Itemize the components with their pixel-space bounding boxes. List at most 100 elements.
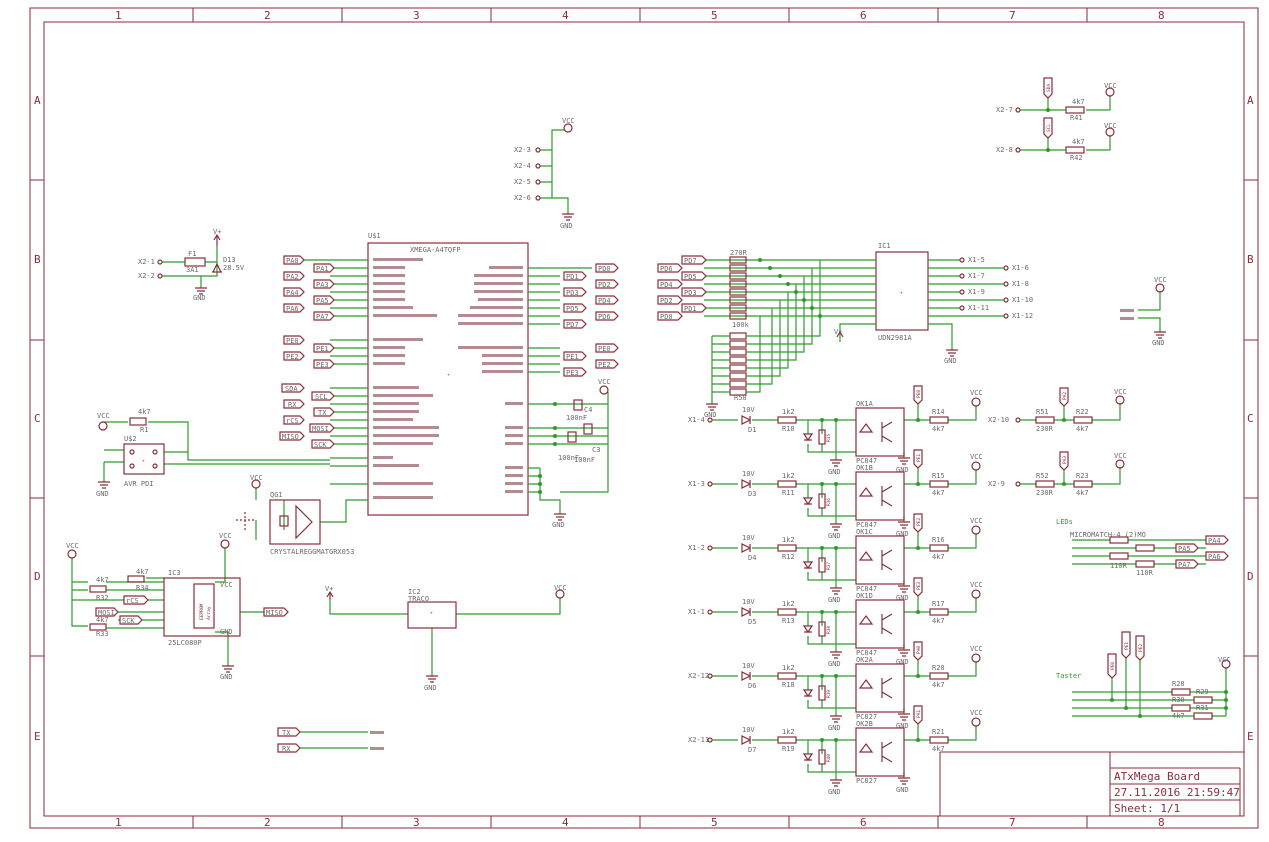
rin-pa2: PA2 <box>1062 392 1068 400</box>
rin-r51-v: 230R <box>1036 425 1054 433</box>
led-pa5: PA5 <box>1178 545 1191 553</box>
col-label-top: 4 <box>562 9 569 22</box>
opto-res-value: 1k2 <box>782 408 795 416</box>
opto-diode-value: 10V <box>742 662 755 670</box>
opto-pull-value: 4k7 <box>932 617 945 625</box>
pdi-r-name: R1 <box>140 426 148 434</box>
pullup-scl-r: R42 <box>1070 154 1083 162</box>
net-rcs: rCS <box>286 417 299 425</box>
net-pe1-right: PE1 <box>566 353 579 361</box>
driver-rv2: 100k <box>732 321 750 329</box>
opto-r2-name: R39 <box>826 690 832 698</box>
driver-rn: R50 <box>734 394 747 402</box>
right-inputs: X2-10 X2-9 R51 230R R22 4k7 R52 230R R23… <box>988 387 1127 497</box>
led-pa7: PA7 <box>1178 561 1191 569</box>
col-label-top: 3 <box>413 9 420 22</box>
uart: TX RX <box>277 727 384 753</box>
r33-value: 4k7 <box>96 616 109 624</box>
eeprom-ic3: VCC VCC 4k7 R32 4k7 R34 4k7 R33 IC3 25LC… <box>66 532 289 681</box>
net-pa3: PA3 <box>316 281 329 289</box>
vcc-label: VCC <box>970 709 983 717</box>
rin-x2-10: X2-10 <box>988 416 1009 424</box>
rin-r51: R51 <box>1036 408 1049 416</box>
opto-pull-value: 4k7 <box>932 745 945 753</box>
drv-out-x1-6: X1-6 <box>1012 264 1029 272</box>
pullup-sda-net: SDA <box>1046 84 1052 92</box>
opto-pull-value: 4k7 <box>932 553 945 561</box>
gnd-label: GND <box>896 530 909 538</box>
vcc-label: VCC <box>562 117 575 125</box>
drv-out-x1-10: X1-10 <box>1012 296 1033 304</box>
rin-r23: R23 <box>1076 472 1089 480</box>
mcu-u1: U$1 XMEGA-A4TQFP GND + <box>300 232 592 529</box>
rin-r22: R22 <box>1076 408 1089 416</box>
leds-title: LEDs <box>1056 518 1073 526</box>
gnd-label: GND <box>704 411 717 419</box>
drv-in-pd5: PD5 <box>684 273 697 281</box>
pullup-sda-x: X2-7 <box>996 106 1013 114</box>
vcc-label: VCC <box>1104 82 1117 90</box>
eeprom-net-sck: SCK <box>122 617 135 625</box>
opto-name: OK1A <box>856 400 874 408</box>
opto-r2-name: R40 <box>826 754 832 762</box>
leds-rv: 110R <box>1136 569 1154 577</box>
svg-text:+: + <box>900 291 903 296</box>
vcc-label: VCC <box>1104 122 1117 130</box>
drv-in-pd2: PD2 <box>660 297 673 305</box>
row-labels-left: A B C D E <box>34 94 41 743</box>
gnd-label: GND <box>560 222 573 230</box>
driver-ic1: IC1 UDN2981A + V+ GND 270R 100k R50 GND … <box>657 242 1033 419</box>
drv-out-x1-12: X1-12 <box>1012 312 1033 320</box>
drv-out-x1-8: X1-8 <box>1012 280 1029 288</box>
drawing-frame <box>29 7 1259 829</box>
eeprom-net-mosi: MOSI <box>98 609 115 617</box>
row-label-right: C <box>1247 412 1254 425</box>
eeprom-pin-gnd: GND <box>220 628 233 636</box>
cap-c3: C3 <box>592 446 600 454</box>
zener-value: 28.5V <box>223 264 245 272</box>
r33-name: R33 <box>96 630 109 638</box>
taster-rv: 4k7 <box>1172 712 1185 720</box>
opto-channel: X2-1210VD61k2R18R39OK2APC827R204k7VCCPA0… <box>688 641 983 732</box>
net-pe2-right: PE2 <box>598 361 611 369</box>
gnd-label: GND <box>896 722 909 730</box>
column-labels-bottom: 1 2 3 4 5 6 7 8 <box>115 816 1165 829</box>
svg-text:+: + <box>447 373 450 378</box>
regulator-ic2: IC2 TRACO + V+ VCC GND <box>325 584 567 692</box>
row-label-right: E <box>1247 730 1254 743</box>
eeprom-value: 25LC080P <box>168 639 202 647</box>
net-pa1: PA1 <box>316 265 329 273</box>
taster-block: Taster R28 R29 R30 R31 4k7 VCC PE0 PE1 P… <box>1056 631 1231 720</box>
osc-name: QG1 <box>270 491 283 499</box>
row-label-left: B <box>34 253 41 266</box>
net-pe3-right: PE3 <box>566 369 579 377</box>
oscillator-qg1: VCC QG1 CRYSTALREGGMATGRX053 <box>236 474 368 556</box>
net-sda: SDA <box>285 385 298 393</box>
row-label-left: A <box>34 94 41 107</box>
opto-diode-name: D7 <box>748 746 756 754</box>
opto-diode-value: 10V <box>742 534 755 542</box>
opto-r1-name: R19 <box>782 745 795 753</box>
opto-pull-value: 4k7 <box>932 489 945 497</box>
opto-r-name: R16 <box>932 536 945 544</box>
eeprom-net-miso: MISO <box>266 609 283 617</box>
x2-2-label: X2-2 <box>138 272 155 280</box>
opto-x-label: X2-11 <box>688 736 709 744</box>
column-labels-top: 1 2 3 4 5 6 7 8 <box>115 9 1165 22</box>
title-block: ATxMega Board 27.11.2016 21:59:47 Sheet:… <box>939 751 1244 816</box>
cap-c4: C4 <box>584 406 592 414</box>
vcc-label: VCC <box>97 412 110 420</box>
rin-r52: R52 <box>1036 472 1049 480</box>
opto-x-label: X1-4 <box>688 416 705 424</box>
drv-out-x1-9: X1-9 <box>968 288 985 296</box>
col-label-bottom: 3 <box>413 816 420 829</box>
net-tx: TX <box>318 409 327 417</box>
avr-pdi: VCC R1 4k7 U$2 AVR PDI + GND <box>96 408 330 498</box>
gnd-label: GND <box>828 660 841 668</box>
gnd-label: GND <box>96 490 109 498</box>
gnd-label: GND <box>220 673 233 681</box>
fuse-value: 3A1 <box>186 266 199 274</box>
opto-diode-name: D1 <box>748 426 756 434</box>
cap-value-2: 100nF <box>574 456 595 464</box>
row-label-right: D <box>1247 570 1254 583</box>
